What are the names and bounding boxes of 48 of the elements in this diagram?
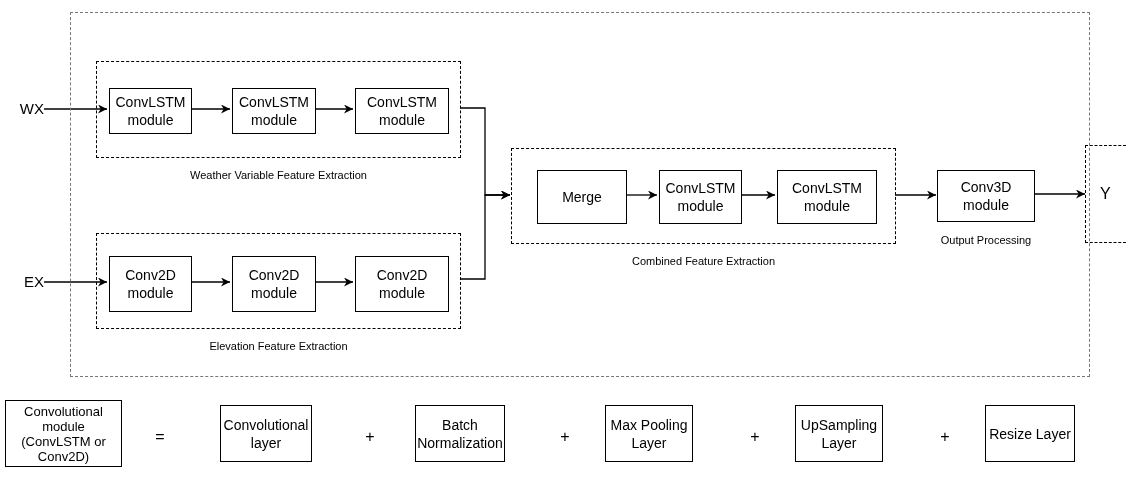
module-box — [232, 256, 316, 312]
module-label: ConvLSTM module — [366, 93, 438, 129]
module-box — [659, 170, 742, 224]
outer-dashed-frame — [70, 12, 1090, 377]
module-box — [537, 170, 627, 224]
module-label: Convolutional module (ConvLSTM or Conv2D) — [20, 403, 107, 464]
module-box — [109, 256, 192, 312]
arrow — [1033, 189, 1086, 199]
group-title: Weather Variable Feature Extraction — [190, 168, 367, 183]
group-title: Combined Feature Extraction — [631, 254, 776, 269]
stage-caption: Output Processing — [940, 233, 1032, 248]
module-box — [355, 256, 449, 312]
module-box — [220, 405, 312, 462]
module-label: ConvLSTM module — [238, 93, 310, 129]
module-label: Batch Normalization — [417, 415, 503, 452]
output-dashed-box: Y — [1085, 145, 1126, 243]
module-label: ConvLSTM module — [791, 179, 863, 215]
module-label: Conv2D module — [247, 266, 301, 302]
module-box — [605, 405, 693, 462]
module-box — [415, 405, 505, 462]
arrow — [894, 190, 937, 200]
module-label: Convolutional layer — [223, 415, 309, 452]
module-box — [355, 88, 449, 134]
operator-symbol: + — [364, 427, 376, 447]
module-label: UpSampling Layer — [799, 415, 879, 452]
module-box — [232, 88, 316, 134]
arrow — [459, 190, 511, 280]
operator-symbol: + — [559, 427, 571, 447]
module-label: Conv3D module — [959, 178, 1013, 214]
module-label: Max Pooling Layer — [609, 415, 689, 452]
module-label: Resize Layer — [989, 424, 1071, 443]
module-label: Merge — [562, 188, 602, 206]
group-title: Elevation Feature Extraction — [209, 339, 348, 354]
arrow — [43, 104, 108, 114]
module-box — [777, 170, 877, 224]
operator-symbol: + — [939, 427, 951, 447]
module-box — [5, 400, 122, 467]
operator-symbol: + — [749, 427, 761, 447]
input-label: EX — [14, 272, 44, 292]
module-box — [985, 405, 1075, 462]
module-label: Conv2D module — [124, 266, 177, 302]
operator-symbol: = — [154, 427, 166, 447]
module-label: ConvLSTM module — [664, 179, 737, 215]
module-label: ConvLSTM module — [114, 93, 187, 129]
module-label: Conv2D module — [375, 266, 429, 302]
arrow — [43, 277, 108, 287]
module-box — [795, 405, 883, 462]
input-label: WX — [14, 99, 44, 119]
